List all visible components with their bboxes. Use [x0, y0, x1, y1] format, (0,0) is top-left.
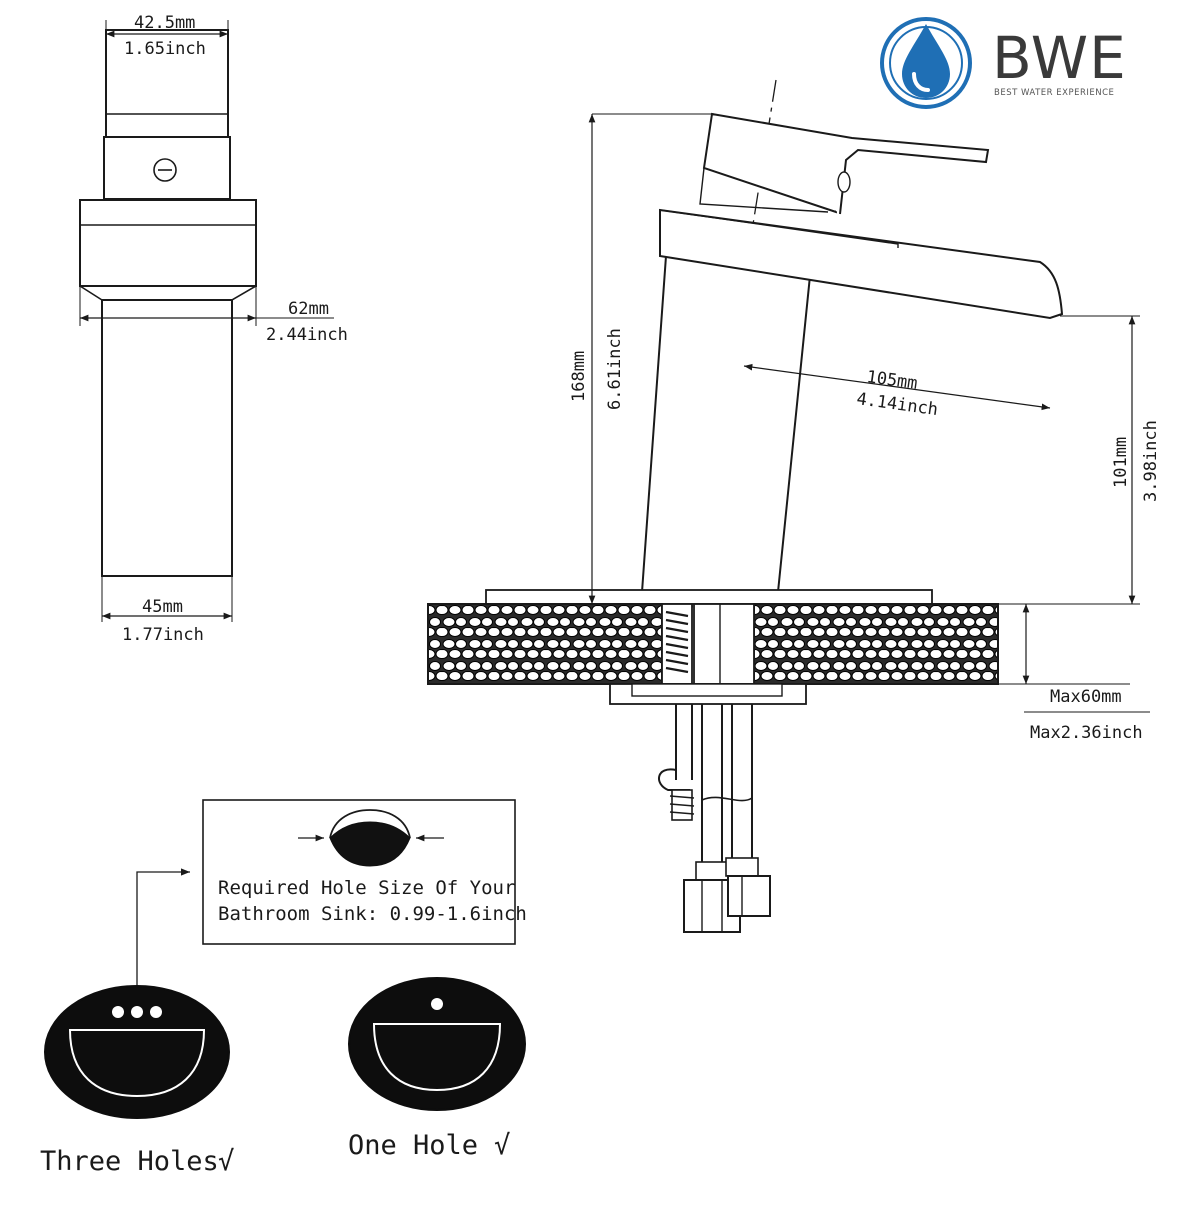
brand-logo: BWE BEST WATER EXPERIENCE	[880, 17, 1127, 109]
dim-spout-height: 101mm 3.98inch	[932, 315, 1161, 605]
faucet-hole-left-icon	[112, 1006, 124, 1018]
dim-spout-height-mm: 101mm	[1111, 437, 1131, 488]
faucet-hole-center-icon	[131, 1006, 143, 1018]
dim-body-depth: 62mm 2.44inch	[79, 286, 348, 345]
sink-basin-three-hole	[44, 985, 230, 1119]
dim-total-height-mm: 168mm	[569, 351, 589, 402]
one-hole-label: One Hole	[348, 1130, 478, 1161]
dim-total-height: 168mm 6.61inch	[569, 113, 712, 604]
side-view: 42.5mm 1.65inch 62mm 2.44inch 45mm 1.77i…	[79, 13, 348, 645]
dim-deck-thickness: Max60mm Max2.36inch	[998, 603, 1150, 743]
faucet-handle	[711, 113, 990, 215]
dim-base-width: 45mm 1.77inch	[101, 576, 233, 645]
hole-section-icon	[298, 809, 444, 867]
front-view: 168mm 6.61inch 105mm 4.14inch 101mm 3.98…	[427, 79, 1161, 933]
note-line-2: Bathroom Sink: 0.99-1.6inch	[218, 903, 527, 925]
faucet-body	[640, 255, 814, 593]
water-drop-icon	[880, 17, 972, 109]
handle-block	[105, 29, 229, 138]
leader-line	[136, 868, 190, 1000]
dim-body-depth-inch: 2.44inch	[266, 325, 348, 345]
dim-base-width-mm: 45mm	[142, 597, 183, 617]
dim-handle-width-mm: 42.5mm	[134, 13, 195, 33]
dim-spout-height-inch: 3.98inch	[1141, 420, 1161, 502]
sink-one-hole: One Hole √	[348, 977, 526, 1161]
faucet-spout	[659, 208, 1064, 320]
brand-tagline: BEST WATER EXPERIENCE	[994, 88, 1114, 98]
faucet-hole-right-icon	[150, 1006, 162, 1018]
set-screw-icon	[153, 158, 177, 182]
dim-base-width-inch: 1.77inch	[122, 625, 204, 645]
spout-block	[79, 199, 257, 287]
dim-deck-thickness-inch: Max2.36inch	[1030, 723, 1143, 743]
supply-hoses	[658, 704, 771, 933]
dim-total-height-inch: 6.61inch	[605, 328, 625, 410]
faucet-hole-single-icon	[431, 998, 443, 1010]
brand-name: BWE	[992, 24, 1127, 92]
dim-spout-reach-mm: 105mm	[865, 367, 918, 394]
note-line-1: Required Hole Size Of Your	[218, 877, 515, 899]
dim-body-depth-mm: 62mm	[288, 299, 329, 319]
dim-handle-width-inch: 1.65inch	[124, 39, 206, 59]
one-hole-check: √	[494, 1130, 510, 1161]
base-column	[101, 299, 233, 577]
dim-handle-width: 42.5mm 1.65inch	[105, 13, 229, 59]
dim-deck-thickness-mm: Max60mm	[1050, 687, 1122, 707]
dim-spout-reach-inch: 4.14inch	[855, 389, 939, 420]
sink-three-holes: Three Holes √	[40, 985, 234, 1177]
three-holes-check: √	[218, 1146, 234, 1177]
countertop-left	[427, 603, 663, 685]
countertop-right	[753, 603, 999, 685]
base-plate	[485, 589, 933, 605]
three-holes-label: Three Holes	[40, 1146, 219, 1177]
hole-size-note: Required Hole Size Of Your Bathroom Sink…	[136, 799, 527, 1000]
sink-basin-one-hole	[348, 977, 526, 1111]
